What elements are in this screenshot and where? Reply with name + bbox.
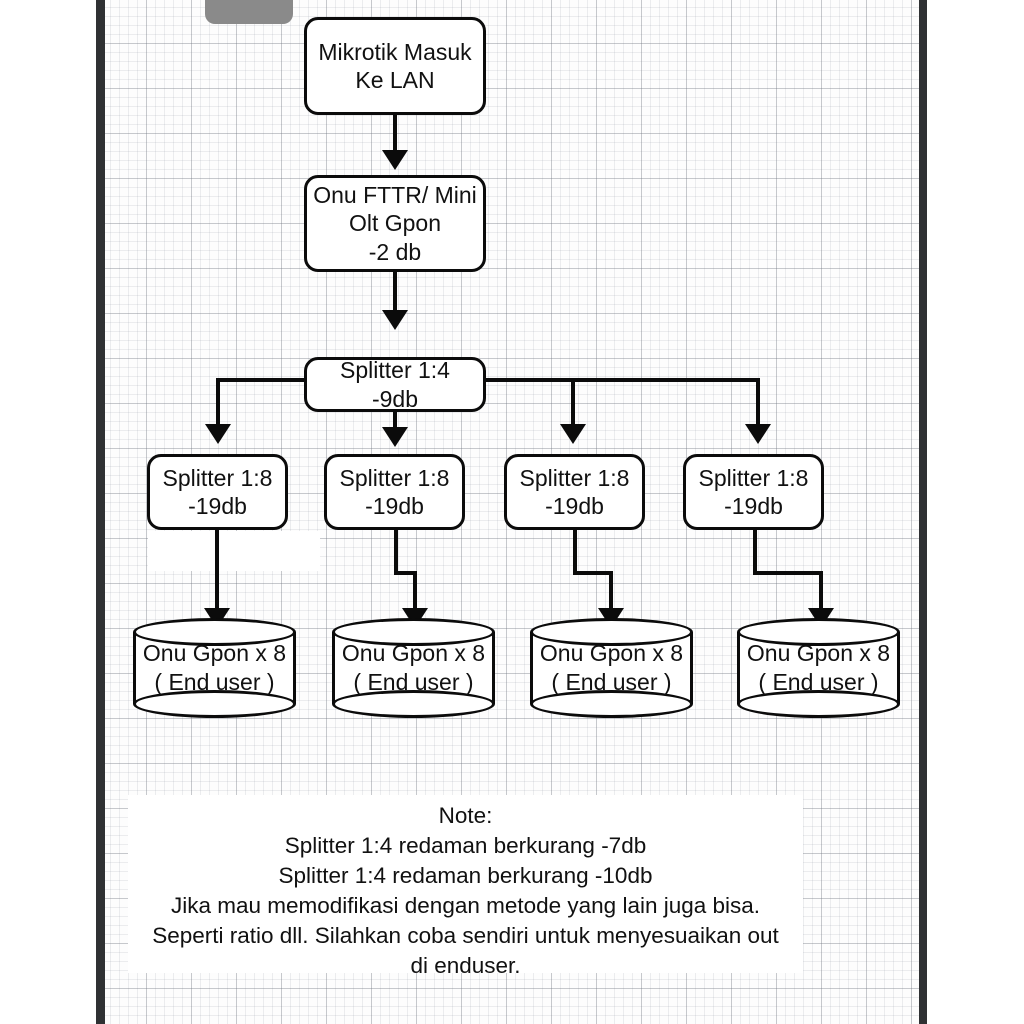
edge-n3-s2-arrowhead [382,427,408,447]
edge-s4-d4-horizontal [753,571,823,575]
menu-button[interactable] [205,0,293,24]
edge-n1-n2-line [393,115,397,155]
edge-s3-d3-vertical-b [609,571,613,615]
edge-n2-n3-arrowhead [382,310,408,330]
edge-n3-s1-horizontal [216,378,308,382]
edge-s1-d1-vertical [215,529,219,614]
cylinder-bottom-ellipse [133,690,296,718]
cylinder-top-ellipse [530,618,693,646]
edge-n3-s1-arrowhead [205,424,231,444]
cylinder-bottom-ellipse [332,690,495,718]
node-onu-gpon-end-user-d[interactable]: Onu Gpon x 8 ( End user ) [737,618,900,718]
node-splitter-1-8-c[interactable]: Splitter 1:8 -19db [504,454,645,530]
canvas-white-patch [148,531,320,571]
node-splitter-1-8-b[interactable]: Splitter 1:8 -19db [324,454,465,530]
edge-n3-s3-vertical [571,378,575,431]
edge-n3-s2-vertical [393,412,397,434]
edge-s2-d2-horizontal [394,571,417,575]
cylinder-top-ellipse [737,618,900,646]
viewer-right-frame-edge [919,0,927,1024]
edge-n2-n3-line [393,272,397,314]
edge-n3-s4-arrowhead [745,424,771,444]
node-mikrotik-masuk-ke-lan[interactable]: Mikrotik Masuk Ke LAN [304,17,486,115]
edge-s3-d3-horizontal [573,571,613,575]
edge-n3-s4-vertical [756,378,760,431]
cylinder-top-ellipse [332,618,495,646]
note-box: Note: Splitter 1:4 redaman berkurang -7d… [128,795,803,978]
edge-s2-d2-vertical-a [394,529,398,575]
edge-n1-n2-arrowhead [382,150,408,170]
node-splitter-1-4[interactable]: Splitter 1:4 -9db [304,357,486,412]
edge-n3-s1-vertical [216,378,220,431]
edge-s4-d4-vertical-b [819,571,823,615]
edge-s4-d4-vertical-a [753,529,757,575]
edge-n3-s3-arrowhead [560,424,586,444]
node-splitter-1-8-a[interactable]: Splitter 1:8 -19db [147,454,288,530]
node-onu-fttr-mini-olt-gpon[interactable]: Onu FTTR/ Mini Olt Gpon -2 db [304,175,486,272]
note-text: Note: Splitter 1:4 redaman berkurang -7d… [152,803,779,978]
cylinder-top-ellipse [133,618,296,646]
node-onu-gpon-end-user-c[interactable]: Onu Gpon x 8 ( End user ) [530,618,693,718]
edge-s2-d2-vertical-b [413,571,417,615]
edge-s3-d3-vertical-a [573,529,577,575]
node-onu-gpon-end-user-a[interactable]: Onu Gpon x 8 ( End user ) [133,618,296,718]
cylinder-bottom-ellipse [530,690,693,718]
cylinder-bottom-ellipse [737,690,900,718]
viewer-left-frame-edge [96,0,105,1024]
edge-n3-right-trunk [483,378,760,382]
node-splitter-1-8-d[interactable]: Splitter 1:8 -19db [683,454,824,530]
node-onu-gpon-end-user-b[interactable]: Onu Gpon x 8 ( End user ) [332,618,495,718]
diagram-canvas[interactable]: Mikrotik Masuk Ke LAN Onu FTTR/ Mini Olt… [105,0,919,1024]
